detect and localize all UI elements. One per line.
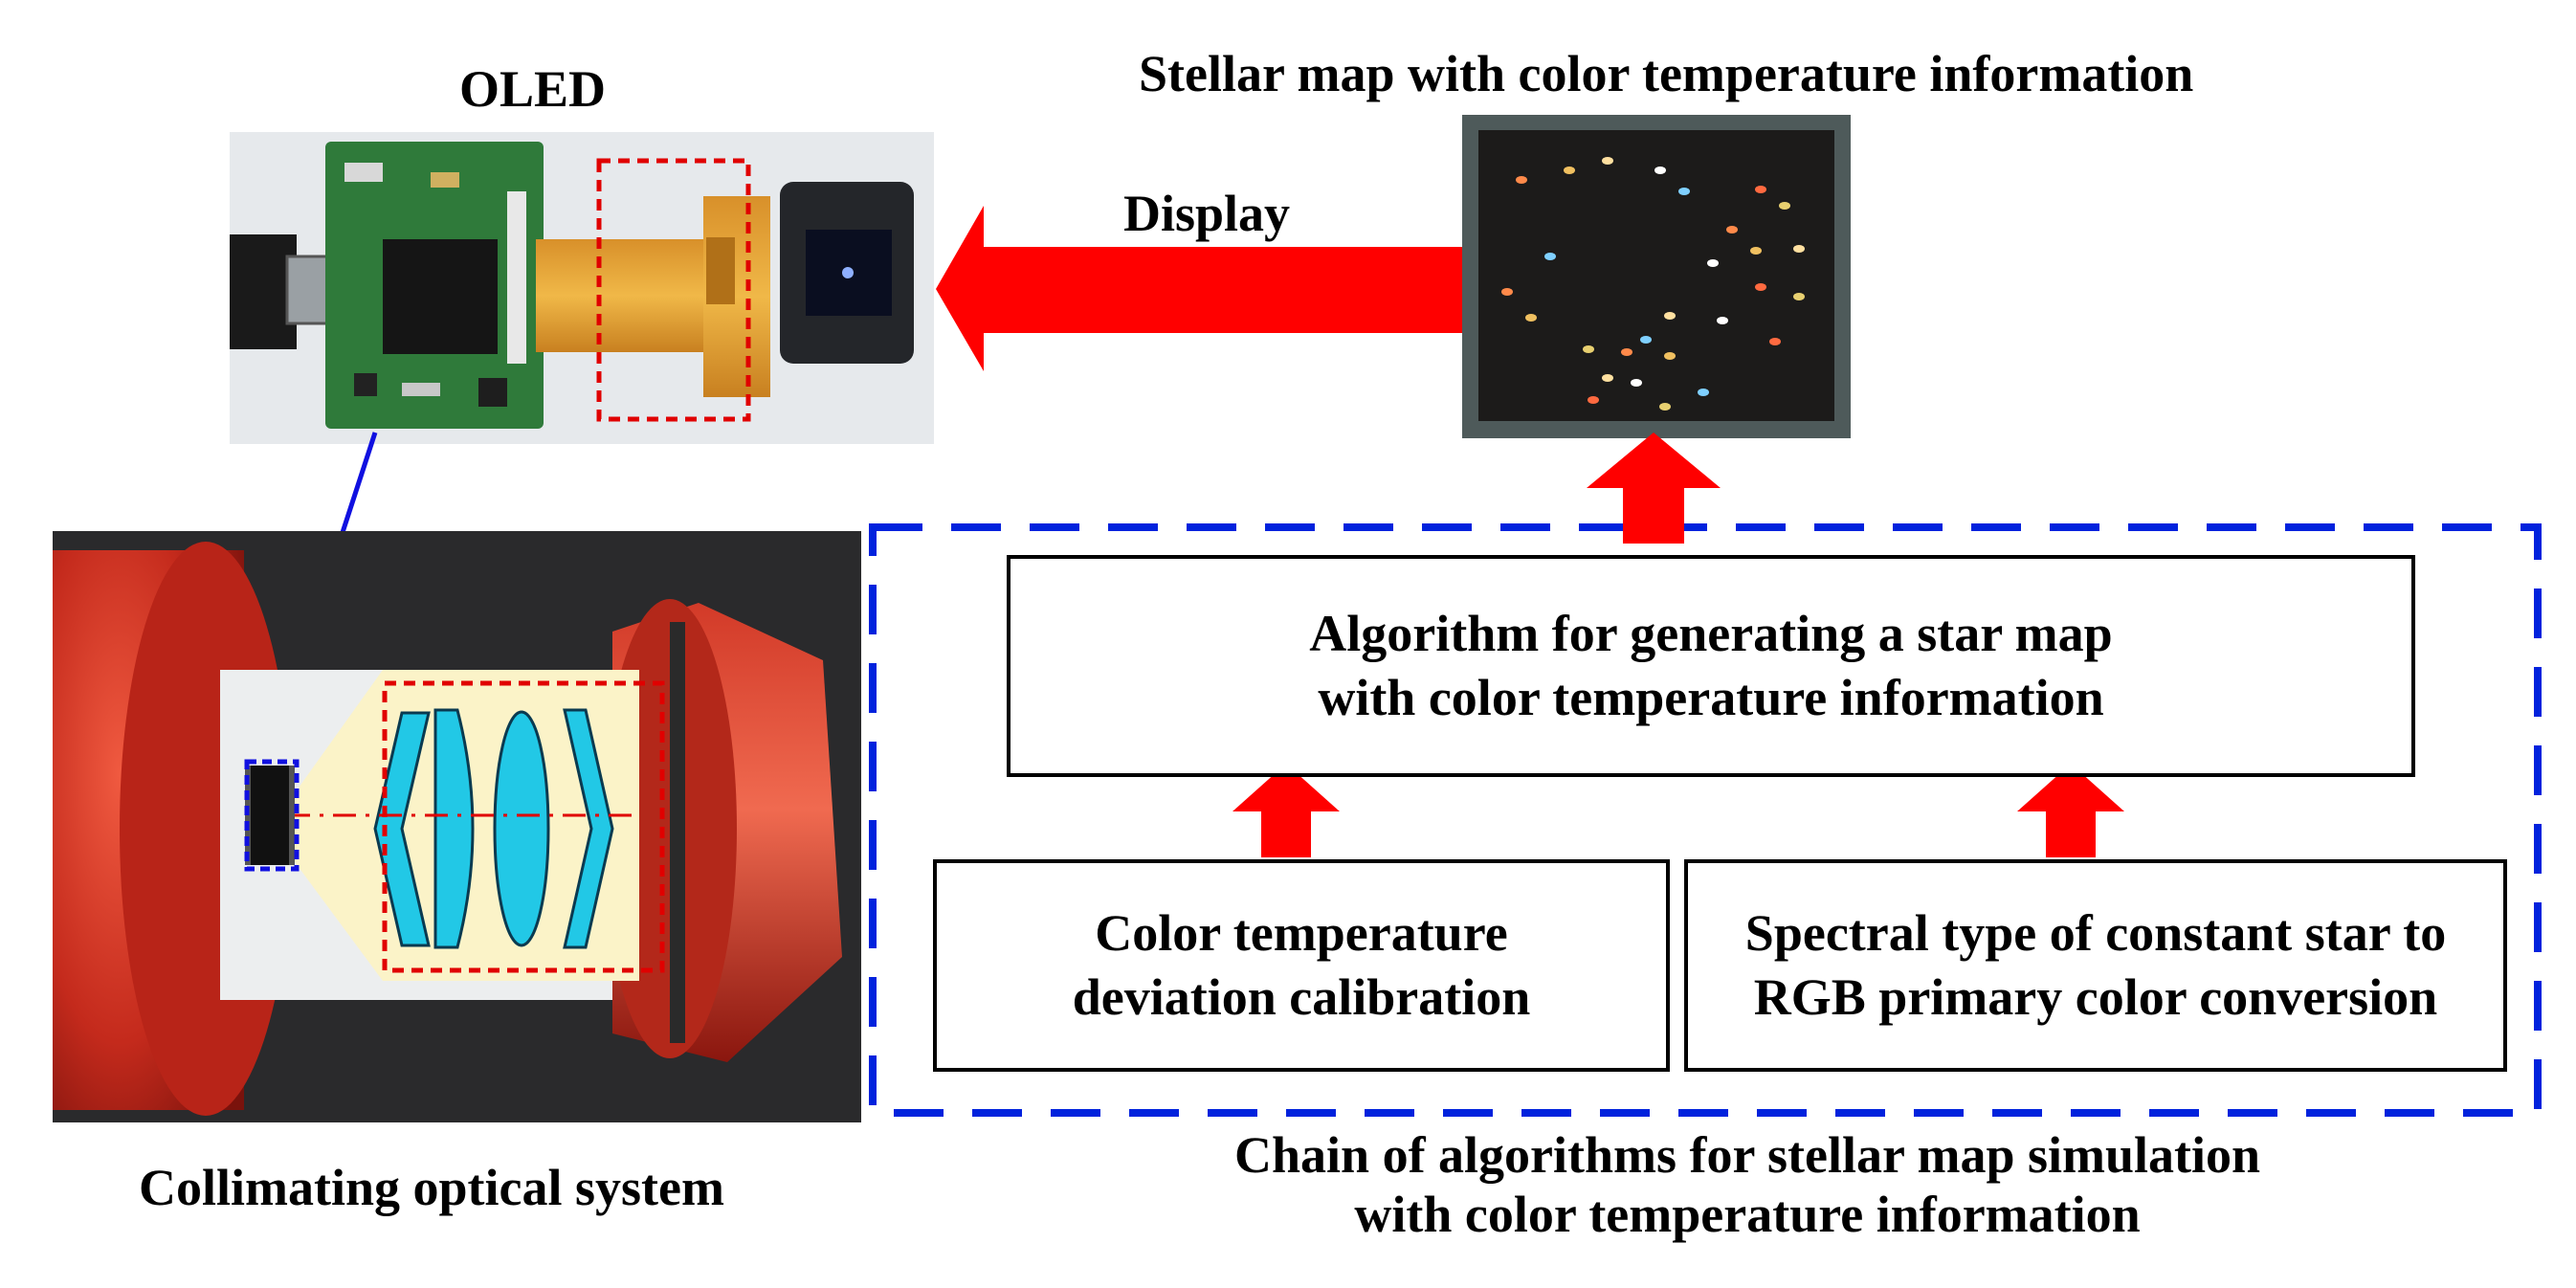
oled-title: OLED — [459, 60, 607, 118]
star-dot — [1544, 253, 1556, 260]
star-dot — [1755, 283, 1766, 291]
star-dot — [1588, 396, 1599, 404]
arrow-up-from-calibration — [1232, 764, 1340, 857]
algorithm-box: Algorithm for generating a star map with… — [1007, 555, 2415, 777]
star-dot — [1664, 352, 1676, 360]
calibration-box: Color temperature deviation calibration — [933, 859, 1670, 1072]
star-dot — [1678, 188, 1690, 195]
star-dot — [1664, 312, 1676, 320]
star-dot — [1602, 157, 1613, 165]
stellar-map-title: Stellar map with color temperature infor… — [1139, 45, 2194, 102]
star-dot — [1583, 345, 1594, 353]
star-dot — [1750, 247, 1762, 255]
star-dot — [1769, 338, 1781, 345]
star-dot — [1640, 336, 1652, 344]
arrow-up-from-spectral — [2017, 764, 2124, 857]
display-label: Display — [1123, 185, 1291, 242]
star-dot — [1698, 389, 1709, 396]
star-dot — [1654, 167, 1666, 174]
display-arrow — [936, 206, 1462, 371]
star-dot — [1564, 167, 1575, 174]
star-dot — [1717, 317, 1728, 324]
star-dot — [1707, 259, 1719, 267]
stellar-map-photo — [1462, 115, 1851, 438]
spectral-box: Spectral type of constant star to RGB pr… — [1684, 859, 2507, 1072]
star-field — [1501, 157, 1805, 411]
arrow-up-to-map — [1587, 433, 1721, 544]
chain-caption: Chain of algorithms for stellar map simu… — [1234, 1126, 2261, 1244]
optics-caption: Collimating optical system — [139, 1159, 724, 1216]
star-dot — [1621, 348, 1632, 356]
collimating-optics-photo — [53, 531, 861, 1122]
star-dot — [1501, 288, 1513, 296]
star-dot — [1659, 403, 1671, 411]
star-dot — [1793, 293, 1805, 300]
star-dot — [1726, 226, 1738, 233]
star-dot — [1602, 374, 1613, 382]
oled-photo — [230, 132, 934, 444]
star-dot — [1525, 314, 1537, 322]
algorithm-chain-frame — [869, 523, 2542, 1117]
star-dot — [1755, 186, 1766, 193]
star-dot — [1779, 202, 1790, 210]
star-dot — [1631, 379, 1642, 387]
star-dot — [1793, 245, 1805, 253]
star-dot — [1516, 176, 1527, 184]
